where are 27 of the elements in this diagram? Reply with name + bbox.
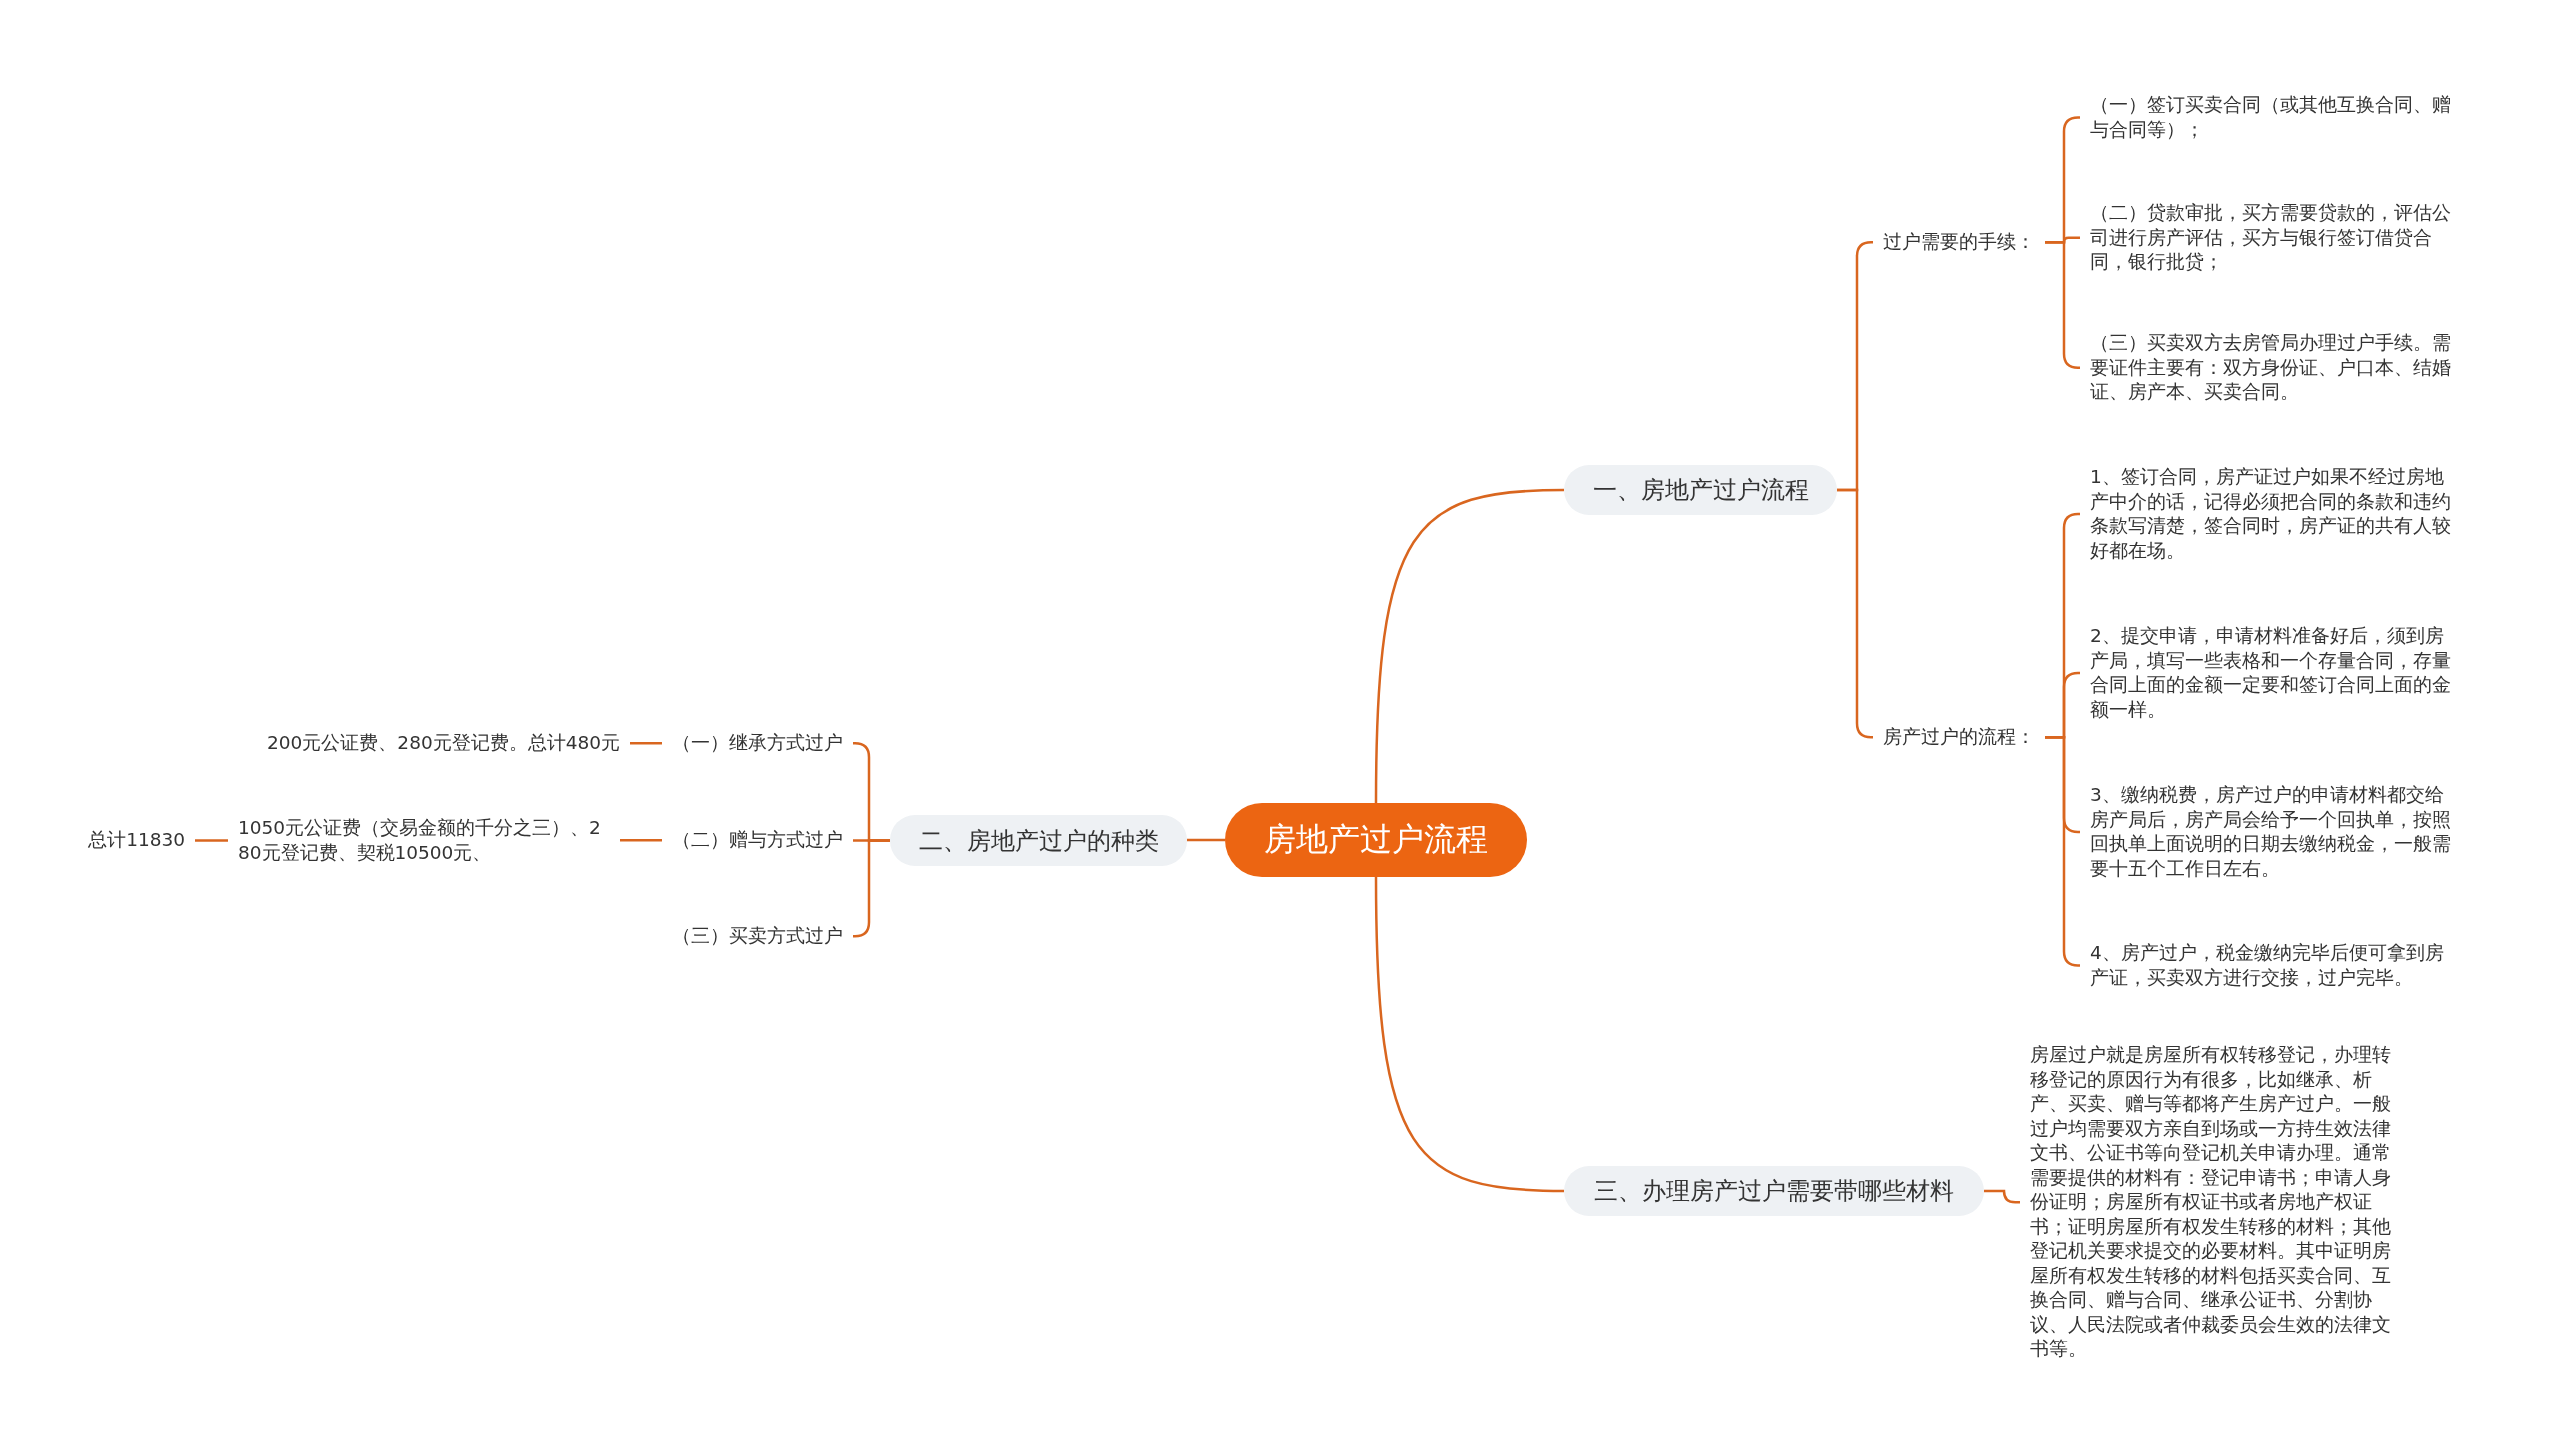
connector-line bbox=[1187, 838, 1225, 842]
topic-text: 4、房产过户，税金缴纳完毕后便可拿到房产证，买卖双方进行交接，过户完毕。 bbox=[2080, 941, 2472, 990]
connector-line bbox=[1984, 1189, 2020, 1204]
topic-label: （二）赠与方式过户 bbox=[662, 828, 853, 853]
connector-line bbox=[1374, 488, 1565, 803]
connector-line bbox=[1374, 877, 1565, 1193]
topic-text: （一）签订买卖合同（或其他互换合同、赠与合同等）； bbox=[2080, 93, 2472, 142]
topic-text: 1、签订合同，房产证过户如果不经过房地产中介的话，记得必须把合同的条款和违约条款写清楚，签合同时，房产证的共有人较好都在场。 bbox=[2080, 465, 2472, 563]
topic-text: （三）买卖双方去房管局办理过户手续。需要证件主要有：双方身份证、户口本、结婚证、房产本、买卖合同。 bbox=[2080, 331, 2472, 405]
central-topic: 房地产过户流程 bbox=[1225, 803, 1527, 877]
connector-line bbox=[195, 839, 228, 842]
topic-label: 房产过户的流程： bbox=[1873, 725, 2045, 750]
topic-text: 房屋过户就是房屋所有权转移登记，办理转移登记的原因行为有很多，比如继承、析产、买卖、赠与等都将产生房产过户。一般过户均需要双方亲自到场或一方持生效法律文书、公证书等向登记机关申请办理。通常需要提供的材料有：登记申请书；申请人身份证明；房屋所有权证书或者房地产权证书；证明房屋所有权发生转移的材料；其他登记机关要求提交的必要材料。其中证明房屋所有权发生转移的材料包括买卖合同、互换合同、赠与合同、继承公证书、分割协议、人民法院或者仲裁委员会生效的法律文书等。 bbox=[2020, 1043, 2412, 1362]
connector-line bbox=[630, 742, 662, 745]
topic-label: 过户需要的手续： bbox=[1873, 230, 2045, 255]
topic-text: 2、提交申请，申请材料准备好后，须到房产局，填写一些表格和一个存量合同，存量合同上面的金额一定要和签订合同上面的金额一样。 bbox=[2080, 624, 2472, 722]
branch-topic: 二、房地产过户的种类 bbox=[890, 815, 1187, 866]
topic-label: （一）继承方式过户 bbox=[662, 731, 853, 756]
topic-label: 200元公证费、280元登记费。总计480元 bbox=[257, 731, 630, 756]
branch-topic: 一、房地产过户流程 bbox=[1564, 465, 1837, 515]
topic-text: （二）贷款审批，买方需要贷款的，评估公司进行房产评估，买方与银行签订借贷合同，银行批贷； bbox=[2080, 201, 2472, 275]
connector-line bbox=[620, 839, 662, 842]
topic-text: 3、缴纳税费，房产过户的申请材料都交给房产局后，房产局会给予一个回执单，按照回执单上面说明的日期去缴纳税金，一般需要十五个工作日左右。 bbox=[2080, 783, 2472, 881]
branch-topic: 三、办理房产过户需要带哪些材料 bbox=[1564, 1166, 1984, 1216]
topic-label: 总计11830 bbox=[78, 828, 195, 853]
topic-text: 1050元公证费（交易金额的千分之三）、280元登记费、契税10500元、 bbox=[228, 816, 620, 865]
topic-label: （三）买卖方式过户 bbox=[662, 924, 853, 949]
